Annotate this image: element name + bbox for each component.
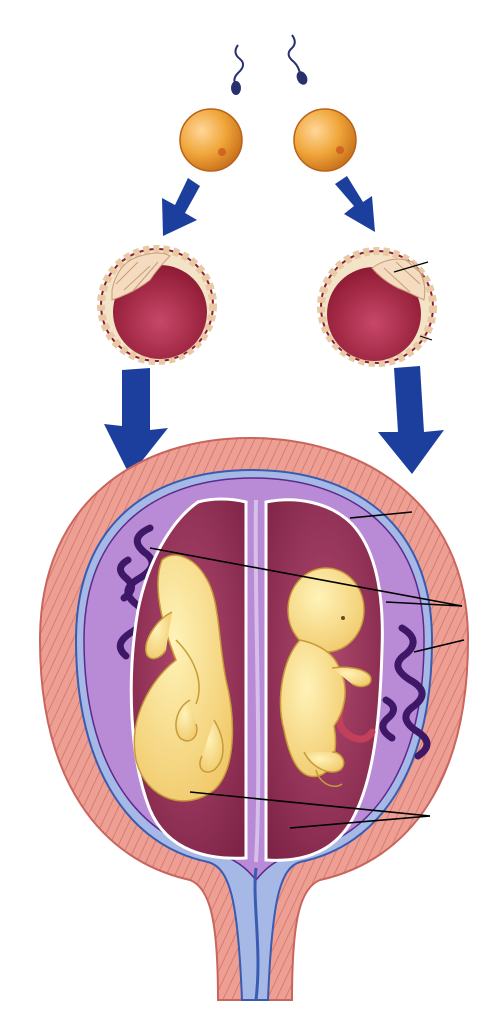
sperm-right-icon [289, 35, 309, 85]
egg-right [294, 109, 356, 171]
egg-left [180, 109, 242, 171]
arrow-right-large-icon [378, 366, 444, 474]
arrow-right-small-icon [335, 176, 375, 232]
blastocyst-right [321, 251, 433, 363]
sperm-left-icon [232, 45, 243, 94]
arrow-left-small-icon [162, 178, 200, 236]
blastocyst-left [101, 249, 213, 361]
